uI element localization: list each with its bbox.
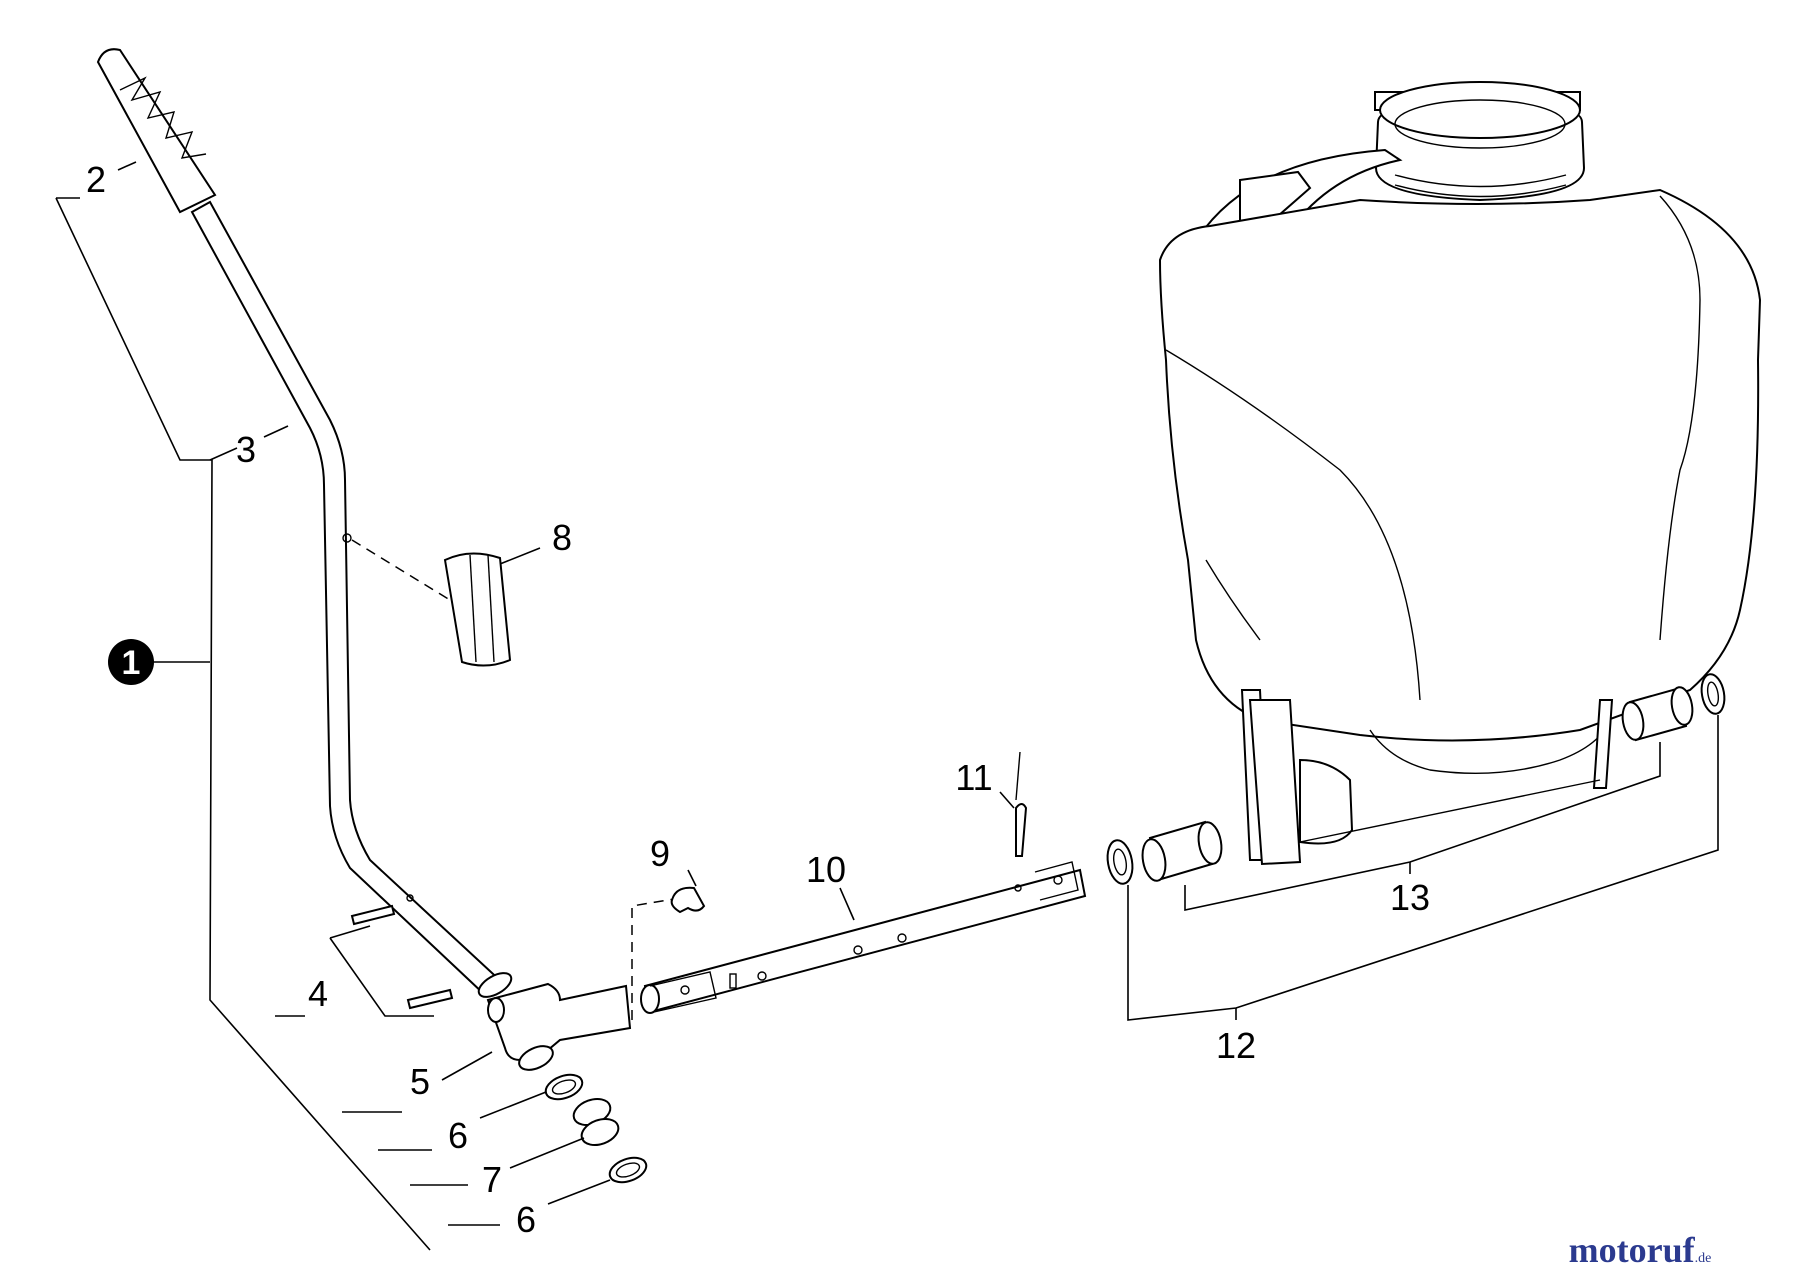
label-part-7: 7 bbox=[482, 1159, 502, 1200]
handle-assembly bbox=[96, 48, 706, 1184]
watermark-tld: .de bbox=[1695, 1251, 1712, 1266]
label-part-11: 11 bbox=[955, 757, 992, 798]
right-fittings bbox=[1015, 673, 1726, 1021]
label-part-4: 4 bbox=[308, 973, 328, 1014]
label-part-9: 9 bbox=[650, 833, 670, 874]
callout-number: 1 bbox=[122, 644, 141, 682]
tank bbox=[1158, 81, 1762, 866]
label-part-3: 3 bbox=[236, 429, 256, 470]
watermark-text: motoruf bbox=[1569, 1230, 1696, 1270]
label-part-5: 5 bbox=[410, 1061, 430, 1102]
svg-text:motoruf.de: motoruf.de bbox=[1569, 1230, 1712, 1270]
label-part-12: 12 bbox=[1216, 1025, 1256, 1066]
label-part-13: 13 bbox=[1390, 877, 1430, 918]
label-part-10: 10 bbox=[806, 849, 846, 890]
watermark-logo: motoruf.de bbox=[1569, 1230, 1712, 1270]
label-part-6-lower: 6 bbox=[516, 1199, 536, 1240]
label-part-8: 8 bbox=[552, 517, 572, 558]
label-part-2: 2 bbox=[86, 159, 106, 200]
label-part-6-upper: 6 bbox=[448, 1115, 468, 1156]
lance bbox=[640, 803, 1087, 1014]
assembly-callout-1: 1 bbox=[108, 639, 154, 685]
leader-lines bbox=[55, 161, 1015, 1251]
part-labels: 2 3 4 5 6 7 6 8 9 10 11 12 13 bbox=[86, 159, 1430, 1240]
